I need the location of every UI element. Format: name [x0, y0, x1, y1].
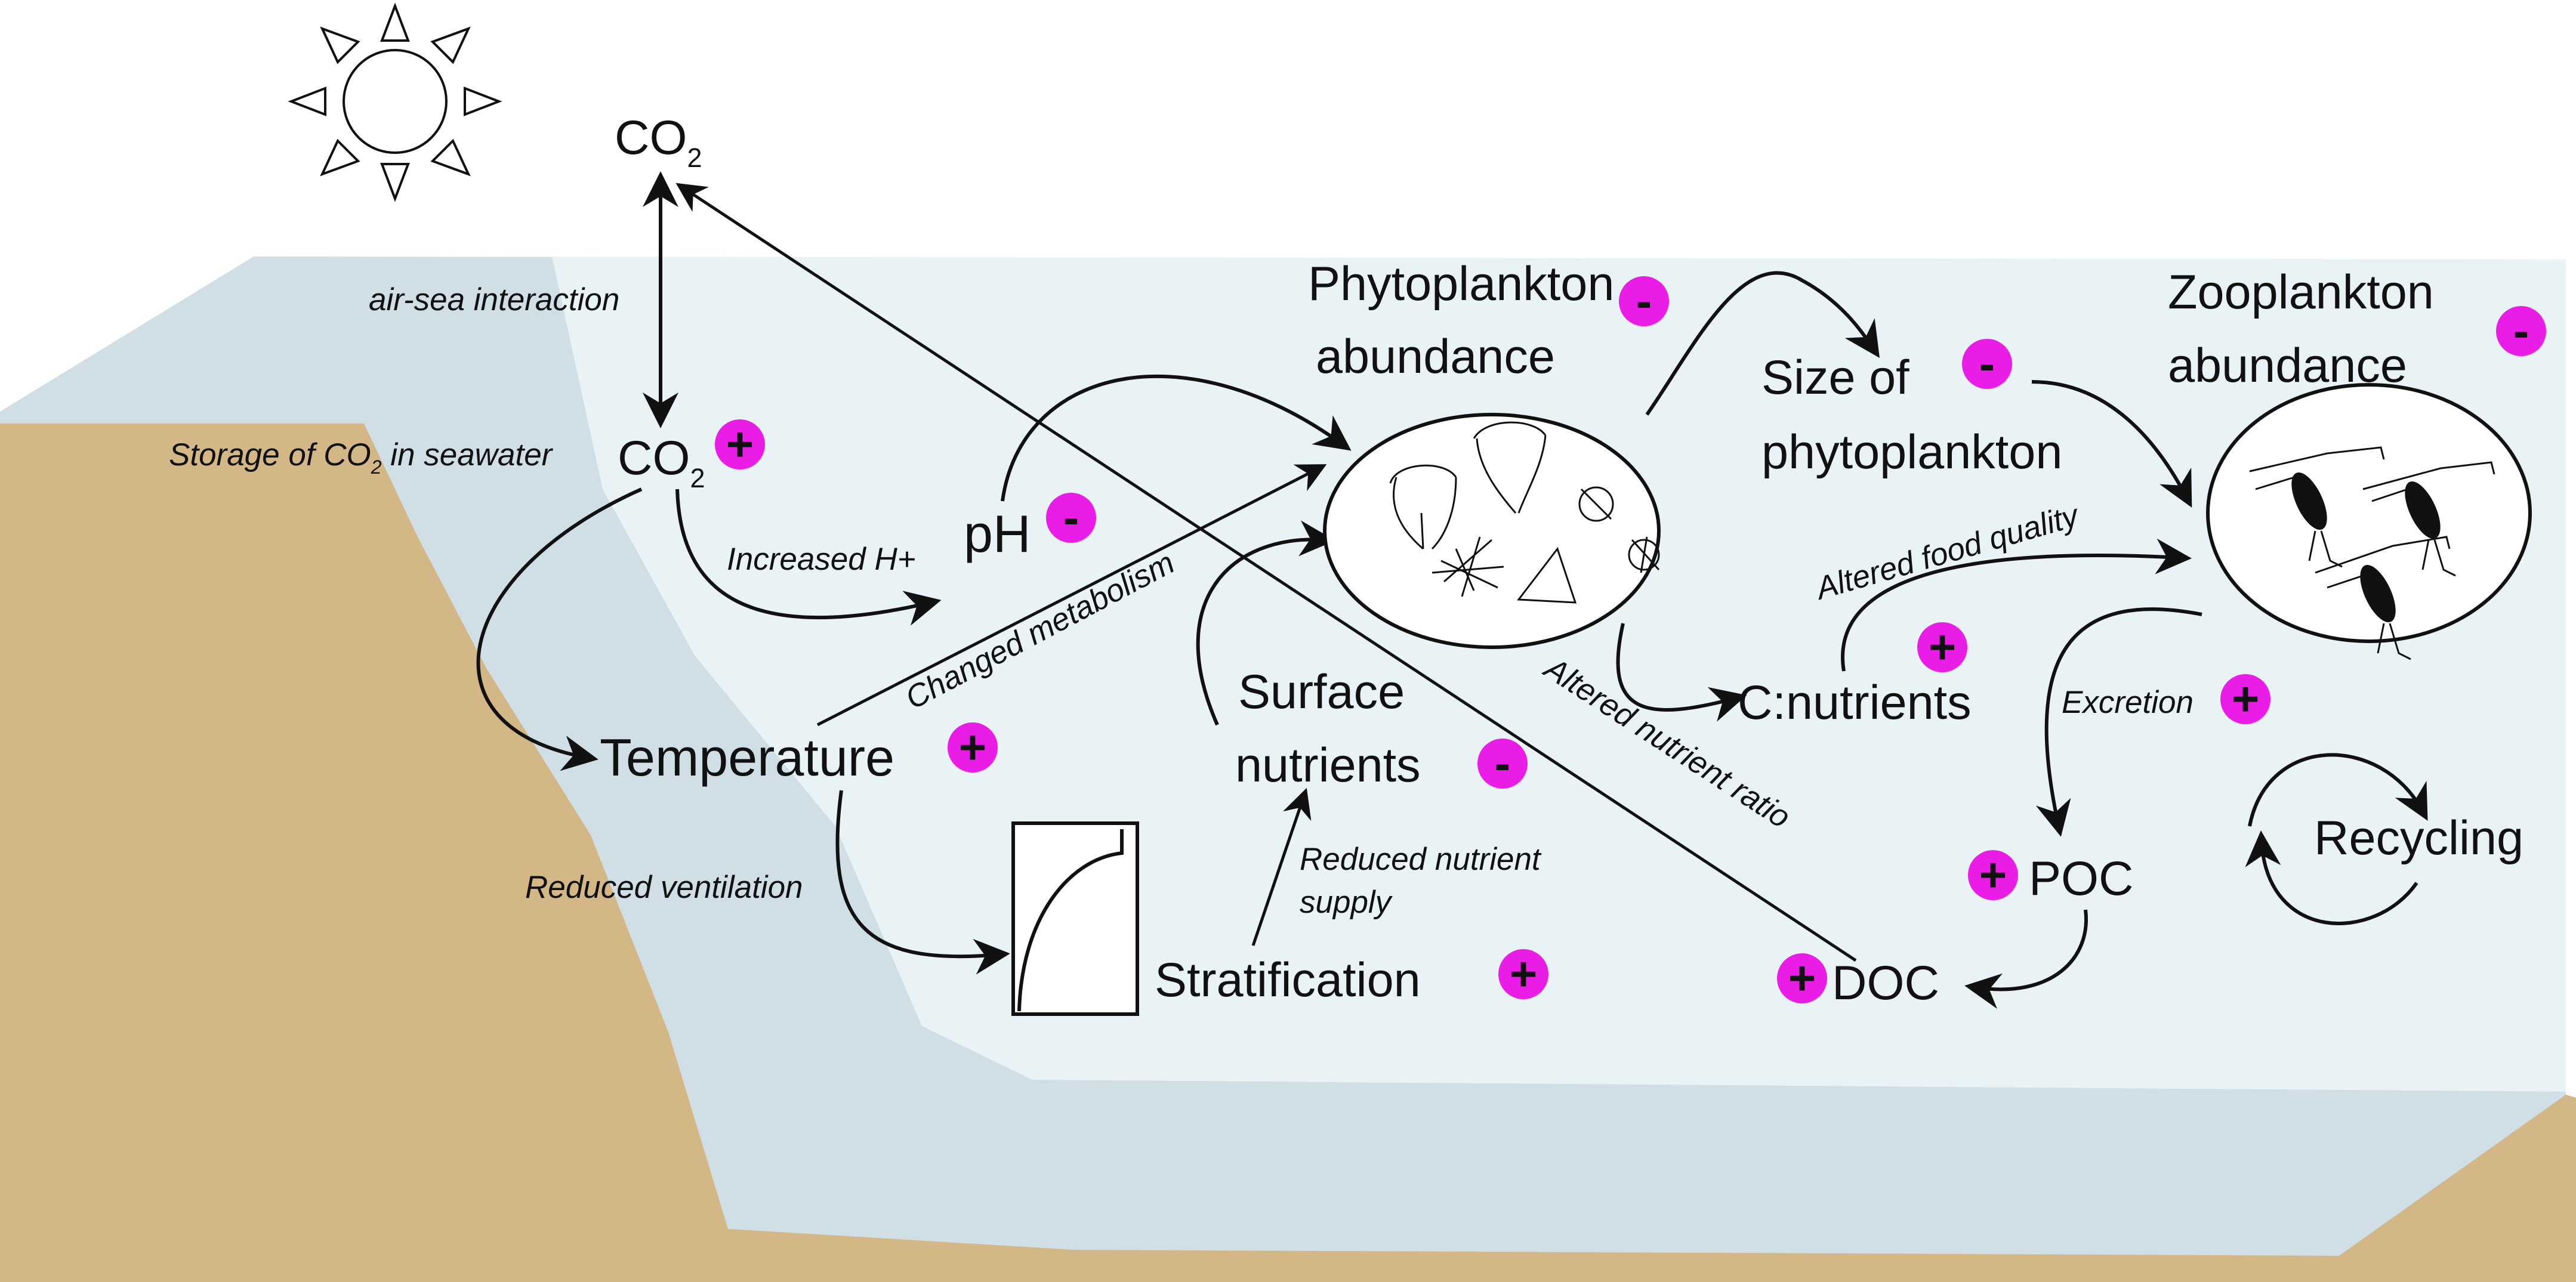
- arrow-ph-to-phyto: [1001, 374, 1352, 502]
- co2-seawater-label: CO2: [618, 431, 705, 493]
- badge-surface-nutrients: -: [1477, 737, 1528, 790]
- svg-text:+: +: [726, 418, 754, 471]
- arrow-recycling-bottom: [2245, 830, 2418, 925]
- temperature-label: Temperature: [600, 728, 894, 787]
- zoo-abundance-label-line1: Zooplankton: [2168, 265, 2434, 319]
- node-labels: CO2 CO2 pH Temperature Stratification Su…: [600, 111, 2523, 1010]
- ph-label: pH: [964, 504, 1031, 563]
- phytoplankton-community-icon: [1323, 413, 1661, 649]
- stratification-label: Stratification: [1155, 953, 1421, 1007]
- storage-co2-label: Storage of CO2 in seawater: [169, 437, 554, 478]
- recycling-label: Recycling: [2314, 811, 2523, 865]
- svg-text:+: +: [2232, 672, 2260, 725]
- arrow-zoo-to-poc: [2035, 607, 2202, 837]
- arrow-phyto-to-cnutrients: [1616, 623, 1747, 722]
- svg-text:-: -: [1979, 337, 1995, 390]
- reduced-ventilation-label: Reduced ventilation: [525, 870, 803, 905]
- sun-icon: [288, 2, 502, 202]
- surface-nutrients-label-line1: Surface: [1238, 665, 1405, 719]
- svg-text:-: -: [1063, 491, 1079, 544]
- zooplankton-community-icon: [2206, 383, 2532, 660]
- arrow-temperature-to-phyto: [816, 464, 1327, 727]
- increased-h-label: Increased H+: [727, 542, 916, 577]
- seabed: [0, 424, 2576, 1282]
- reduced-supply-label-line2: supply: [1300, 885, 1393, 920]
- c-nutrients-label: C:nutrients: [1738, 676, 1972, 730]
- badge-stratification: +: [1498, 947, 1548, 1000]
- phyto-abundance-label-line1: Phytoplankton: [1308, 257, 1614, 311]
- svg-text:+: +: [1929, 620, 1957, 674]
- co2-atmosphere-label: CO2: [615, 111, 702, 173]
- arrow-size-to-zoo: [2031, 380, 2192, 508]
- svg-text:-: -: [2513, 304, 2529, 357]
- badge-doc: +: [1777, 952, 1827, 1005]
- effect-badges: + - + + - - - + - + + +: [715, 274, 2546, 1005]
- svg-text:-: -: [1495, 737, 1511, 790]
- doc-label: DOC: [1832, 956, 1939, 1010]
- stratification-profile-icon: [1011, 821, 1139, 1016]
- excretion-label: Excretion: [2062, 685, 2194, 720]
- badge-ph: -: [1046, 491, 1096, 544]
- badge-zoo-abundance: -: [2496, 304, 2546, 357]
- badge-poc: +: [1968, 848, 2018, 901]
- arrow-poc-to-doc: [1964, 909, 2088, 1009]
- reduced-supply-label-line1: Reduced nutrient: [1300, 842, 1542, 877]
- badge-temperature: +: [948, 721, 998, 774]
- badge-c-nutrients: +: [1917, 620, 1967, 674]
- badge-excretion: +: [2220, 672, 2270, 725]
- svg-text:+: +: [1979, 848, 2007, 901]
- svg-text:+: +: [959, 721, 987, 774]
- arrow-nutrients-to-phyto: [1196, 520, 1335, 726]
- badge-size-phyto: -: [1962, 337, 2012, 390]
- badge-co2-sea: +: [715, 418, 765, 471]
- badge-phyto-abundance: -: [1619, 274, 1669, 328]
- size-phyto-label-line1: Size of: [1761, 351, 1909, 404]
- zoo-abundance-label-line2: abundance: [2168, 339, 2407, 393]
- svg-text:+: +: [1788, 952, 1816, 1005]
- surface-nutrients-label-line2: nutrients: [1235, 739, 1421, 792]
- air-sea-interaction-label: air-sea interaction: [369, 282, 619, 317]
- svg-text:-: -: [1636, 274, 1652, 328]
- arrow-co2-to-ph: [675, 489, 942, 626]
- arrow-recycling-top: [2248, 753, 2428, 827]
- svg-text:+: +: [1510, 947, 1538, 1000]
- arrow-co2-to-temperature: [476, 487, 643, 771]
- phyto-abundance-label-line2: abundance: [1316, 330, 1555, 384]
- arrow-cnutrients-to-zoo: [1841, 538, 2192, 672]
- arrow-phyto-to-size: [1645, 271, 1880, 416]
- ocean-block: [0, 257, 2576, 1282]
- arrow-temperature-to-stratification: [835, 790, 1010, 975]
- process-arrows: [476, 171, 2428, 1009]
- arrow-doc-to-atmosphere: [675, 183, 1857, 962]
- poc-label: POC: [2029, 852, 2134, 906]
- arrow-stratification-to-nutrients: [1251, 787, 1312, 946]
- size-phyto-label-line2: phytoplankton: [1761, 425, 2062, 479]
